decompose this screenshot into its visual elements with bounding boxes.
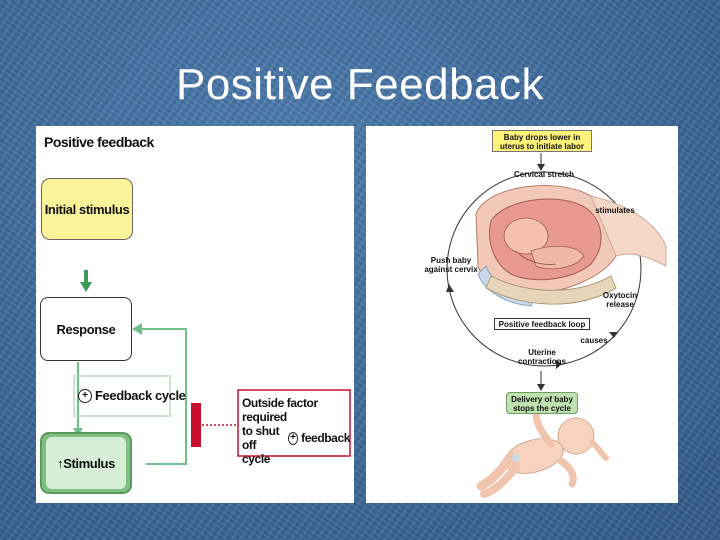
outside-factor-line-2: to shut off bbox=[242, 424, 280, 452]
cervical-stretch-label: Cervical stretch bbox=[513, 170, 575, 179]
outside-plus-symbol: + bbox=[287, 431, 299, 445]
shutoff-red-bar bbox=[191, 403, 201, 447]
initial-stimulus-label: Initial stimulus bbox=[44, 201, 130, 217]
uterine-line-2: contractions bbox=[517, 357, 566, 366]
baby-drops-box: Baby drops lower in uterus to initiate l… bbox=[492, 130, 592, 152]
feedback-cycle-frame bbox=[73, 375, 171, 417]
oxytocin-label: Oxytocin release bbox=[598, 291, 642, 309]
arrow-stem-initial-to-response bbox=[84, 270, 88, 283]
outside-factor-frame bbox=[237, 389, 351, 457]
initial-stimulus-box: Initial stimulus bbox=[41, 178, 133, 240]
response-label: Response bbox=[56, 321, 116, 337]
cycle-arrow-bottom bbox=[556, 360, 562, 369]
outside-factor-line-4: cycle bbox=[242, 452, 271, 466]
arrow-head-delivery bbox=[537, 384, 545, 391]
positive-feedback-loop-label: Positive feedback loop bbox=[494, 318, 590, 330]
push-baby-line-2: against cervix bbox=[424, 265, 478, 274]
slide-title: Positive Feedback bbox=[175, 60, 545, 109]
childbirth-cycle-graphics bbox=[446, 153, 667, 498]
baby-drops-line-2: uterus to initiate labor bbox=[499, 142, 584, 151]
uterine-contractions-label: Uterine contractions bbox=[512, 348, 572, 366]
uterus-illustration bbox=[475, 185, 667, 307]
cycle-arrow-bottom-right bbox=[609, 332, 618, 338]
up-arrow-glyph: ↑ bbox=[57, 455, 64, 471]
delivery-box: Delivery of baby stops the cycle bbox=[506, 392, 578, 414]
outside-factor-line-3: feedback bbox=[301, 431, 350, 445]
outside-factor-text: Outside factor required to shut off + fe… bbox=[242, 396, 350, 466]
feedback-loop-line bbox=[138, 328, 187, 465]
response-box: Response bbox=[40, 297, 132, 361]
oxytocin-line-1: Oxytocin bbox=[602, 291, 638, 300]
stimulus-label: Stimulus bbox=[63, 455, 115, 471]
stimulus-box: ↑ Stimulus bbox=[40, 432, 132, 494]
feedback-cycle-label: + Feedback cycle bbox=[78, 388, 186, 403]
push-baby-label: Push baby against cervix bbox=[420, 256, 482, 274]
plus-symbol: + bbox=[78, 388, 92, 403]
childbirth-feedback-diagram: Baby drops lower in uterus to initiate l… bbox=[366, 126, 678, 503]
arrow-head-initial-to-response bbox=[80, 282, 92, 292]
delivery-line-1: Delivery of baby bbox=[511, 395, 573, 404]
stimulates-label: stimulates bbox=[595, 206, 635, 215]
oxytocin-line-2: release bbox=[606, 300, 634, 309]
newborn-baby-illustration bbox=[476, 407, 609, 498]
arrow-head-baby-drops bbox=[537, 164, 545, 171]
flowchart-connectors bbox=[73, 270, 351, 465]
cycle-arrow-left bbox=[446, 284, 454, 292]
delivery-line-2: stops the cycle bbox=[513, 404, 571, 413]
outside-factor-line-1: Outside factor required bbox=[242, 396, 318, 424]
flowchart-heading: Positive feedback bbox=[44, 134, 154, 150]
feedback-cycle-text: Feedback cycle bbox=[95, 388, 186, 403]
cycle-ring bbox=[446, 171, 642, 367]
uterine-line-1: Uterine bbox=[528, 348, 556, 357]
feedback-loop-arrowhead bbox=[132, 323, 142, 335]
baby-drops-line-1: Baby drops lower in bbox=[503, 133, 581, 142]
positive-feedback-flowchart: Positive feedback Initial stimulus Respo… bbox=[36, 126, 354, 503]
push-baby-line-1: Push baby bbox=[430, 256, 472, 265]
causes-label: causes bbox=[580, 336, 608, 345]
